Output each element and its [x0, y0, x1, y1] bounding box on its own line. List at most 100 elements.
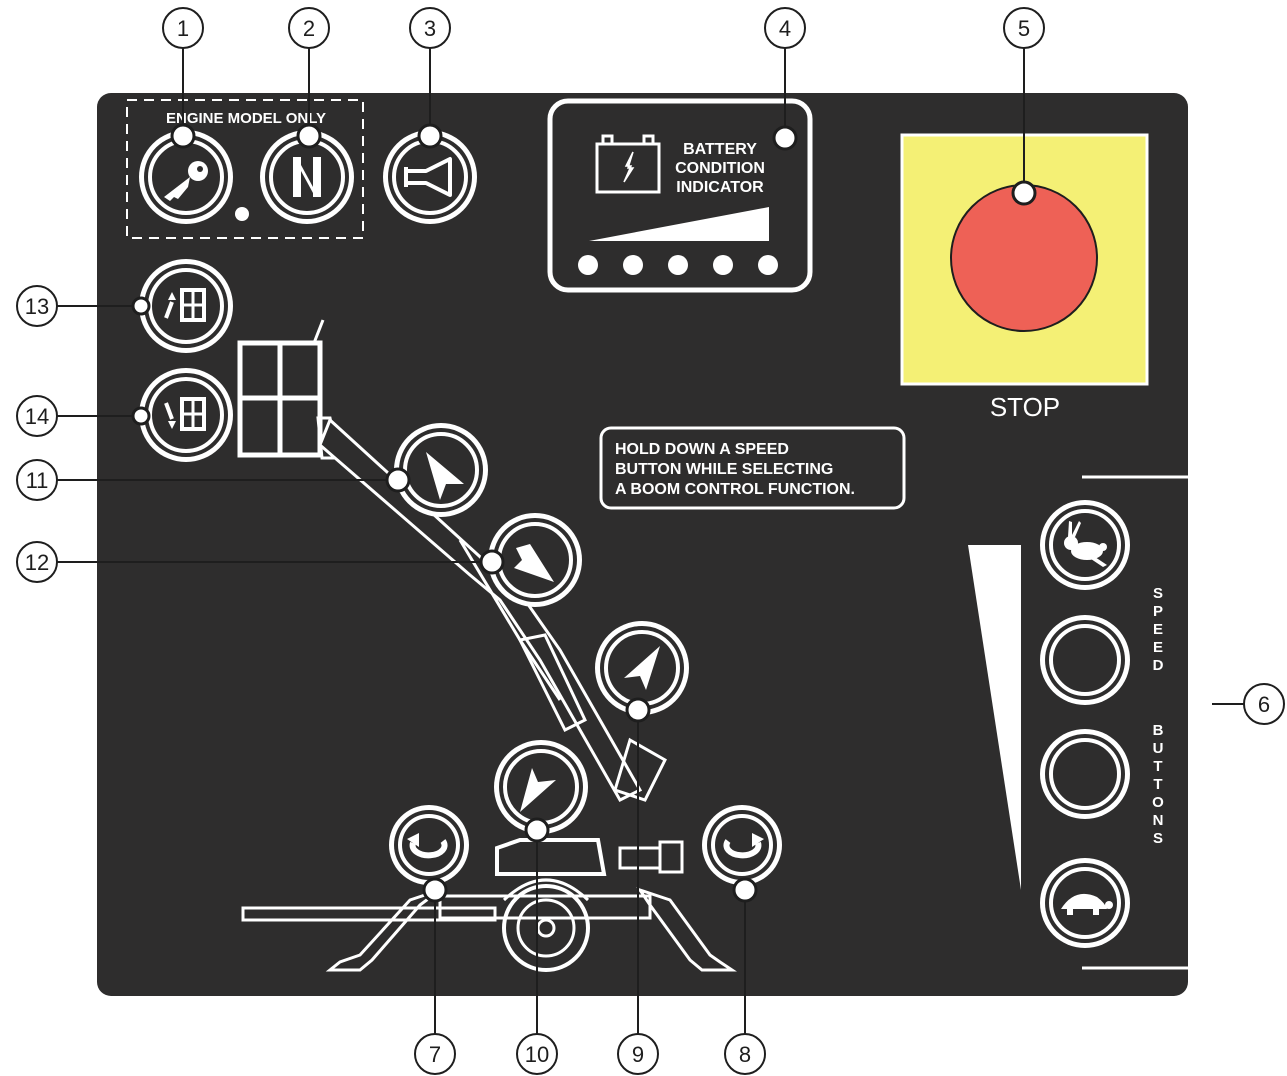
speed-bracket [1082, 475, 1214, 970]
battery-label-line2: CONDITION [675, 160, 765, 177]
battery-led-3 [668, 255, 688, 275]
engine-start-icon [293, 157, 321, 197]
battery-led-2 [623, 255, 643, 275]
callout-3: 3 [409, 7, 451, 49]
rabbit-icon [1064, 521, 1107, 567]
battery-level-wedge [589, 207, 769, 241]
buttons-letter: S [1153, 830, 1163, 847]
platform-level-up-button[interactable] [139, 259, 233, 353]
callout-dot [385, 467, 411, 493]
svg-text:1: 1 [177, 16, 189, 41]
callout-8: 8 [724, 1033, 766, 1075]
engine-start-button[interactable] [260, 130, 354, 224]
svg-text:3: 3 [424, 16, 436, 41]
callout-dot [417, 123, 443, 149]
arrow-icon [426, 452, 464, 500]
rotate-left-button[interactable] [389, 805, 469, 885]
battery-led-1 [578, 255, 598, 275]
callout-4: 4 [764, 7, 806, 49]
svg-text:12: 12 [25, 550, 49, 575]
callout-dot [296, 123, 322, 149]
battery-led-5 [758, 255, 778, 275]
stop-button[interactable] [950, 184, 1098, 332]
svg-text:8: 8 [739, 1042, 751, 1067]
svg-text:13: 13 [25, 294, 49, 319]
battery-label-line1: BATTERY [683, 141, 757, 158]
boom-button-9[interactable] [595, 621, 689, 715]
callout-5: 5 [1003, 7, 1045, 49]
buttons-letter: O [1152, 794, 1164, 811]
platform-level-down-icon [164, 397, 206, 431]
key-button[interactable] [139, 130, 233, 224]
hold-speed-notice: HOLD DOWN A SPEED BUTTON WHILE SELECTING… [599, 426, 906, 510]
emergency-stop[interactable] [900, 133, 1149, 386]
speed-letter: E [1153, 621, 1163, 638]
speed-letter: D [1153, 657, 1164, 674]
turtle-icon [1061, 893, 1113, 915]
battery-label-line3: INDICATOR [676, 179, 764, 196]
arrow-icon [624, 646, 660, 690]
svg-text:6: 6 [1258, 692, 1270, 717]
callout-1: 1 [162, 7, 204, 49]
boom-button-10[interactable] [494, 740, 588, 834]
speed-letter: S [1153, 585, 1163, 602]
speed-buttons-label: S P E E D B U T T O N S [1152, 585, 1164, 847]
platform-level-down-button[interactable] [139, 368, 233, 462]
svg-text:2: 2 [303, 16, 315, 41]
callout-dot [625, 697, 651, 723]
speed-letter: P [1153, 603, 1163, 620]
hold-line-3: A BOOM CONTROL FUNCTION. [615, 481, 855, 498]
callout-dot [524, 817, 550, 843]
svg-text:11: 11 [26, 468, 49, 493]
callout-dot [422, 877, 448, 903]
engine-indicator-light [235, 207, 249, 221]
svg-text:5: 5 [1018, 16, 1030, 41]
arrow-icon [514, 544, 554, 582]
svg-text:9: 9 [632, 1042, 644, 1067]
callout-11: 11 [16, 459, 58, 501]
buttons-letter: T [1153, 758, 1162, 775]
speed-button-slow[interactable] [1040, 858, 1130, 948]
battery-condition-indicator: BATTERY CONDITION INDICATOR [547, 98, 813, 293]
svg-text:4: 4 [779, 16, 791, 41]
callout-7: 7 [414, 1033, 456, 1075]
horn-icon [404, 157, 452, 197]
speed-button-medium-fast[interactable] [1040, 615, 1130, 705]
battery-icon [595, 134, 661, 194]
callout-2: 2 [288, 7, 330, 49]
hold-line-2: BUTTON WHILE SELECTING [615, 461, 833, 478]
callout-dot [131, 296, 151, 316]
callout-dot [479, 549, 505, 575]
rotate-left-icon [407, 833, 448, 859]
stop-label: STOP [990, 392, 1060, 422]
buttons-letter: U [1153, 740, 1164, 757]
battery-led-4 [713, 255, 733, 275]
callout-dot [131, 406, 151, 426]
boom-button-12[interactable] [488, 513, 582, 607]
svg-text:10: 10 [525, 1042, 549, 1067]
buttons-letter: T [1153, 776, 1162, 793]
callout-dot [732, 877, 758, 903]
key-icon [164, 161, 208, 201]
svg-text:14: 14 [25, 404, 49, 429]
callout-9: 9 [617, 1033, 659, 1075]
callout-14: 14 [16, 395, 58, 437]
callout-13: 13 [16, 285, 58, 327]
hold-line-1: HOLD DOWN A SPEED [615, 441, 789, 458]
boom-button-11[interactable] [394, 423, 488, 517]
speed-button-medium-slow[interactable] [1040, 729, 1130, 819]
callout-6: 6 [1243, 683, 1285, 725]
callout-12: 12 [16, 541, 58, 583]
callout-dot [170, 123, 196, 149]
buttons-letter: B [1153, 722, 1164, 739]
rotate-right-button[interactable] [702, 805, 782, 885]
callout-dot [1011, 180, 1037, 206]
platform-level-up-icon [164, 288, 206, 322]
callout-10: 10 [516, 1033, 558, 1075]
speed-wedge [968, 545, 1021, 890]
rotate-right-icon [723, 833, 764, 859]
callout-dot [772, 125, 798, 151]
speed-button-fast[interactable] [1040, 500, 1130, 590]
horn-button[interactable] [383, 130, 477, 224]
